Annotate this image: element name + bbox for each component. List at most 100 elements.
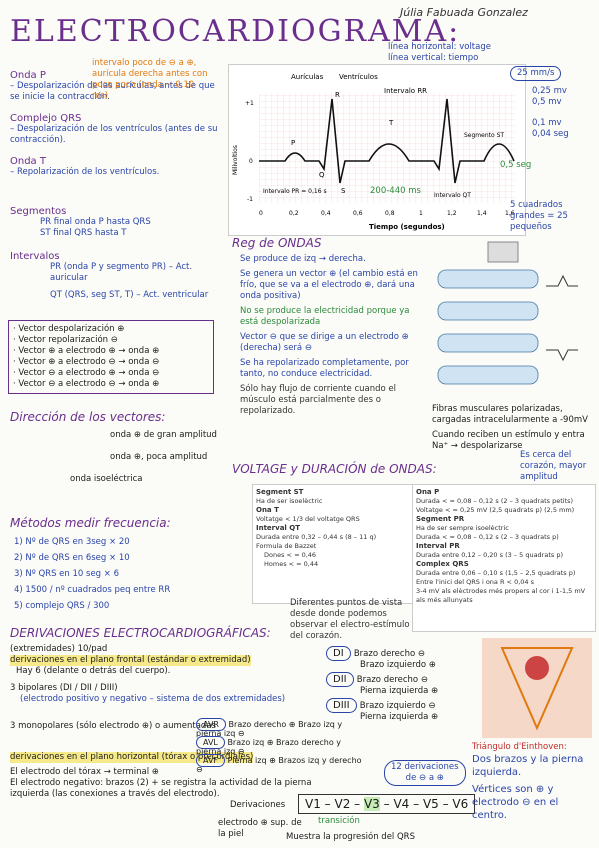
onda-t-desc: – Repolarización de los ventrículos. <box>10 167 160 177</box>
author-name: Júlia Fabuada Gonzalez <box>400 6 528 19</box>
reg-ondas-notes: Se produce de izq → derecha. Se genera u… <box>240 254 420 417</box>
segment-pr: PR final onda P hasta QRS <box>40 217 151 227</box>
lead-dii-neg: Brazo derecho ⊖ <box>356 675 428 685</box>
vector-rule-5: · Vector ⊖ a electrodo ⊕ → onda ⊖ <box>13 368 160 378</box>
ytick-2: 0 <box>249 158 253 165</box>
qrs-desc: – Despolarización de los ventrículos (an… <box>10 124 218 145</box>
lead-avr-pos: Brazo derecho ⊕ <box>228 720 296 729</box>
note-v3: 0,1 mv <box>532 118 562 128</box>
wave-t: T <box>388 119 394 127</box>
onda-p-heading: Onda P <box>10 70 46 81</box>
xtick-6: 1 <box>419 210 423 217</box>
fiber-note-2: Cuando reciben un estímulo y entra Na⁺ →… <box>432 430 585 451</box>
xtick-7: 1,2 <box>447 210 457 217</box>
transition-note: transición <box>318 816 360 826</box>
xtick-8: 1,4 <box>477 210 487 217</box>
freq-1: 1) Nº de QRS en 3seg × 20 <box>14 537 130 547</box>
xtick-1: 0 <box>259 210 263 217</box>
lead-avf-label: AVF <box>196 754 226 767</box>
segments-heading: Segmentos <box>10 206 67 217</box>
twelve-leads-badge: 12 derivaciones de ⊖ a ⊕ <box>384 760 466 786</box>
lead-avf: AVF Pierna izq ⊕ Brazos izq y derecho ⊖ <box>196 754 366 774</box>
label-ventriculos: Ventrículos <box>339 73 378 81</box>
y-axis-label: Milivoltios <box>232 145 239 175</box>
waves-section: Onda P – Despolarización de las aurícula… <box>10 70 225 178</box>
vector-direction-heading: Dirección de los vectores: <box>10 410 166 424</box>
table-qt-3: Dones < = 0,46 <box>264 551 317 559</box>
freq-4: 4) 1500 / nº cuadrados peq entre RR <box>14 585 171 595</box>
table-t-title: Ona T <box>256 506 279 514</box>
lead-avf-pos: Pierna izq ⊕ <box>227 756 276 765</box>
note-speed: 25 mm/s <box>510 66 562 81</box>
xtick-9: 1,6 <box>505 210 515 217</box>
intervals-heading: Intervalos <box>10 251 60 262</box>
deriv-monopolar: 3 monopolares (sólo electrodo ⊕) o aumen… <box>10 721 216 731</box>
lead-dii-label: DII <box>326 672 354 687</box>
xtick-3: 0,4 <box>321 210 331 217</box>
lead-avl-label: AVL <box>196 736 225 749</box>
lead-v3: V3 <box>363 797 380 811</box>
table-pr-seg-title: Segment PR <box>416 515 465 523</box>
ecg-note-values: 0,25 mv 0,5 mv 0,1 mv 0,04 seg <box>532 86 592 140</box>
label-rr: Intervalo RR <box>384 87 427 95</box>
twelve-leads-sub: de ⊖ a ⊕ <box>405 773 444 783</box>
lead-avl-neg: Brazo derecho y pierna izq ⊖ <box>196 738 342 756</box>
lead-di-neg: Brazo derecho ⊖ <box>353 649 425 659</box>
table-qrs-1: Durada entre 0,06 – 0,10 s (1,5 – 2,5 qu… <box>416 569 576 577</box>
lead-v4: V4 <box>393 797 410 811</box>
frequency-heading: Métodos medir frecuencia: <box>10 516 171 530</box>
lead-di-label: DI <box>326 646 351 661</box>
deriv-bipolar: 3 bipolares (DI / DII / DIII) <box>10 683 118 693</box>
einthoven-2: Vértices son ⊕ y electrodo ⊖ en el centr… <box>472 784 559 821</box>
lead-di: DI Brazo derecho ⊖Brazo izquierdo ⊕ <box>326 646 466 674</box>
lead-avl: AVL Brazo izq ⊕ Brazo derecho y pierna i… <box>196 736 366 756</box>
table-qt-1: Durada entre 0,32 – 0,44 s (8 – 11 q) <box>256 533 377 541</box>
qrs-progression-note: Muestra la progresión del QRS <box>286 832 415 842</box>
segments-section: Segmentos PR final onda P hasta QRS ST f… <box>10 206 220 301</box>
label-qt: Intervalo QT <box>434 192 471 199</box>
onda-p-aside: intervalo poco de ⊖ a ⊕, aurícula derech… <box>92 58 208 101</box>
voltage-heading: VOLTAGE y DURACIÓN de ONDAS: <box>232 462 437 476</box>
freq-3: 3) Nº QRS en 10 seg × 6 <box>14 569 120 579</box>
wave-p: P <box>291 139 295 147</box>
direction-3: onda isoeléctrica <box>70 474 143 484</box>
note-v1: 0,25 mv <box>532 86 567 96</box>
lead-v6: V6 <box>452 797 469 811</box>
reg-note-2: Se genera un vector ⊕ (el cambio está en… <box>240 269 418 301</box>
table-t-1: Voltatge < 1/3 del voltatge QRS <box>256 515 360 523</box>
label-auriculas: Aurículas <box>291 73 324 81</box>
table-qrs-2: Entre l'inici del QRS i ona R < 0,04 s <box>416 578 534 586</box>
table-pr-int-title: Interval PR <box>416 542 460 550</box>
ecg-trace <box>259 98 515 184</box>
note-s3: 0,5 seg <box>500 160 532 170</box>
vector-rules-box: · Vector despolarización ⊕ · Vector repo… <box>8 320 214 394</box>
fiber-notes: Fibras musculares polarizadas, cargadas … <box>432 404 594 452</box>
xtick-4: 0,6 <box>353 210 363 217</box>
table-p-1: Durada < = 0,08 – 0,12 s (2 – 3 quadrats… <box>416 497 574 505</box>
deriv-note-3: Hay 6 (delante o detrás del cuerpo). <box>16 666 171 676</box>
vector-rule-3: · Vector ⊕ a electrodo ⊕ → onda ⊕ <box>13 346 160 356</box>
table-p-title: Ona P <box>416 488 440 496</box>
lead-diii: DIII Brazo izquierdo ⊖Pierna izquierda ⊕ <box>326 698 466 726</box>
onda-p-desc: – Despolarización de las aurículas, ante… <box>10 81 215 102</box>
deriv-h2: El electrodo negativo: brazos (2) + se r… <box>10 778 312 799</box>
lead-dii: DII Brazo derecho ⊖Pierna izquierda ⊕ <box>326 672 466 700</box>
vector-rule-2: · Vector repolarización ⊖ <box>13 335 118 345</box>
note-qt: 200-440 ms <box>370 186 421 196</box>
freq-5: 5) complejo QRS / 300 <box>14 601 110 611</box>
ecg-note-lines: línea horizontal: voltage línea vertical… <box>388 42 528 64</box>
voltage-aside: Es cerca del corazón, mayor amplitud <box>520 450 587 482</box>
reg-ondas-heading: Reg de ONDAS <box>232 236 322 250</box>
label-st: Segmento ST <box>464 132 504 139</box>
lead-diii-pos: Pierna izquierda ⊕ <box>360 712 439 722</box>
body-diagram <box>482 638 592 738</box>
bipolar-leads: DI Brazo derecho ⊖Brazo izquierdo ⊕ DII … <box>326 646 466 726</box>
electrode-note: electrodo ⊕ sup. de la piel <box>218 818 302 839</box>
x-ticks: 0 0,2 0,4 0,6 0,8 1 1,2 1,4 1,6 <box>259 210 515 217</box>
ecg-figure: Aurículas Ventrículos Intervalo RR Inter… <box>228 64 526 236</box>
xtick-5: 0,8 <box>385 210 395 217</box>
ytick-3: -1 <box>247 196 253 203</box>
interval-qt: QT (QRS, seg ST, T) – Act. ventricular <box>50 290 209 300</box>
qrs-heading: Complejo QRS <box>10 113 82 124</box>
lead-avl-pos: Brazo izq ⊕ <box>227 738 274 747</box>
